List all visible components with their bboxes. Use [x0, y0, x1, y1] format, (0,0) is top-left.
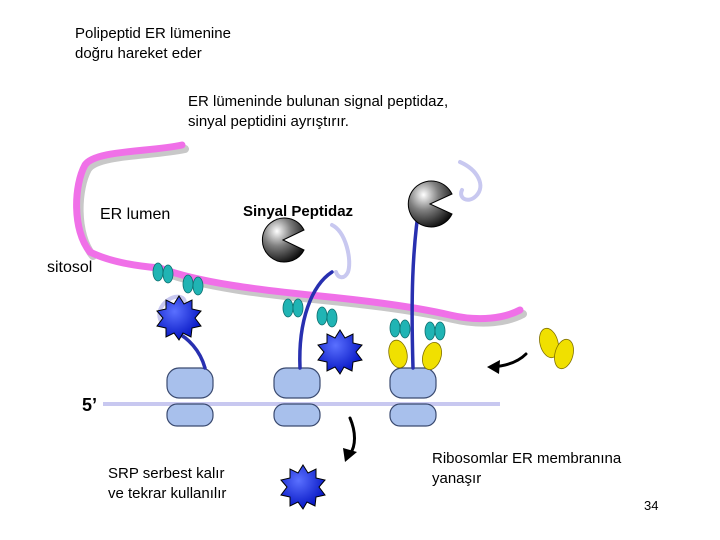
signal-peptidase-label: Sinyal Peptidaz [243, 203, 354, 220]
arrow-srp-release [343, 416, 357, 462]
ribosome-caption-line2: yanaşır [432, 470, 482, 487]
cytosol-label: sitosol [47, 259, 93, 276]
ribosome-3 [389, 367, 437, 427]
polypeptide-3 [410, 198, 422, 370]
er-lumen-label: ER lumen [100, 206, 171, 223]
srp-receptor-free [539, 327, 574, 370]
five-prime-label: 5’ [82, 395, 98, 415]
srp-particle-free [280, 464, 326, 510]
ribosome-2 [273, 367, 321, 427]
er-membrane [73, 141, 527, 327]
page-number: 34 [644, 498, 659, 513]
signal-peptide-3 [458, 160, 483, 202]
caption-mid-line2: sinyal peptidini ayrıştırır. [188, 113, 349, 130]
caption-mid-line1: ER lümeninde bulunan signal peptidaz, [188, 93, 449, 110]
signal-peptidase-1 [261, 217, 305, 263]
translocon-1 [152, 262, 204, 296]
ribosome-1 [166, 367, 214, 427]
srp-particle-2 [317, 329, 363, 375]
ribosome-caption-line1: Ribosomlar ER membranına [432, 450, 622, 467]
caption-top-line2: doğru hareket eder [75, 45, 202, 62]
srp-caption-line1: SRP serbest kalır [108, 465, 225, 482]
arrow-receptor-to-ribosome [487, 352, 528, 374]
polypeptide-2 [298, 270, 334, 370]
translocon-3 [389, 318, 446, 341]
caption-top-line1: Polipeptid ER lümenine [75, 25, 231, 42]
translocon-2 [282, 298, 338, 328]
srp-receptor-docked [388, 339, 442, 371]
signal-peptidase-2 [407, 180, 453, 228]
signal-peptide-2 [330, 223, 352, 280]
srp-particle-1 [156, 295, 202, 341]
srp-caption-line2: ve tekrar kullanılır [108, 485, 227, 502]
